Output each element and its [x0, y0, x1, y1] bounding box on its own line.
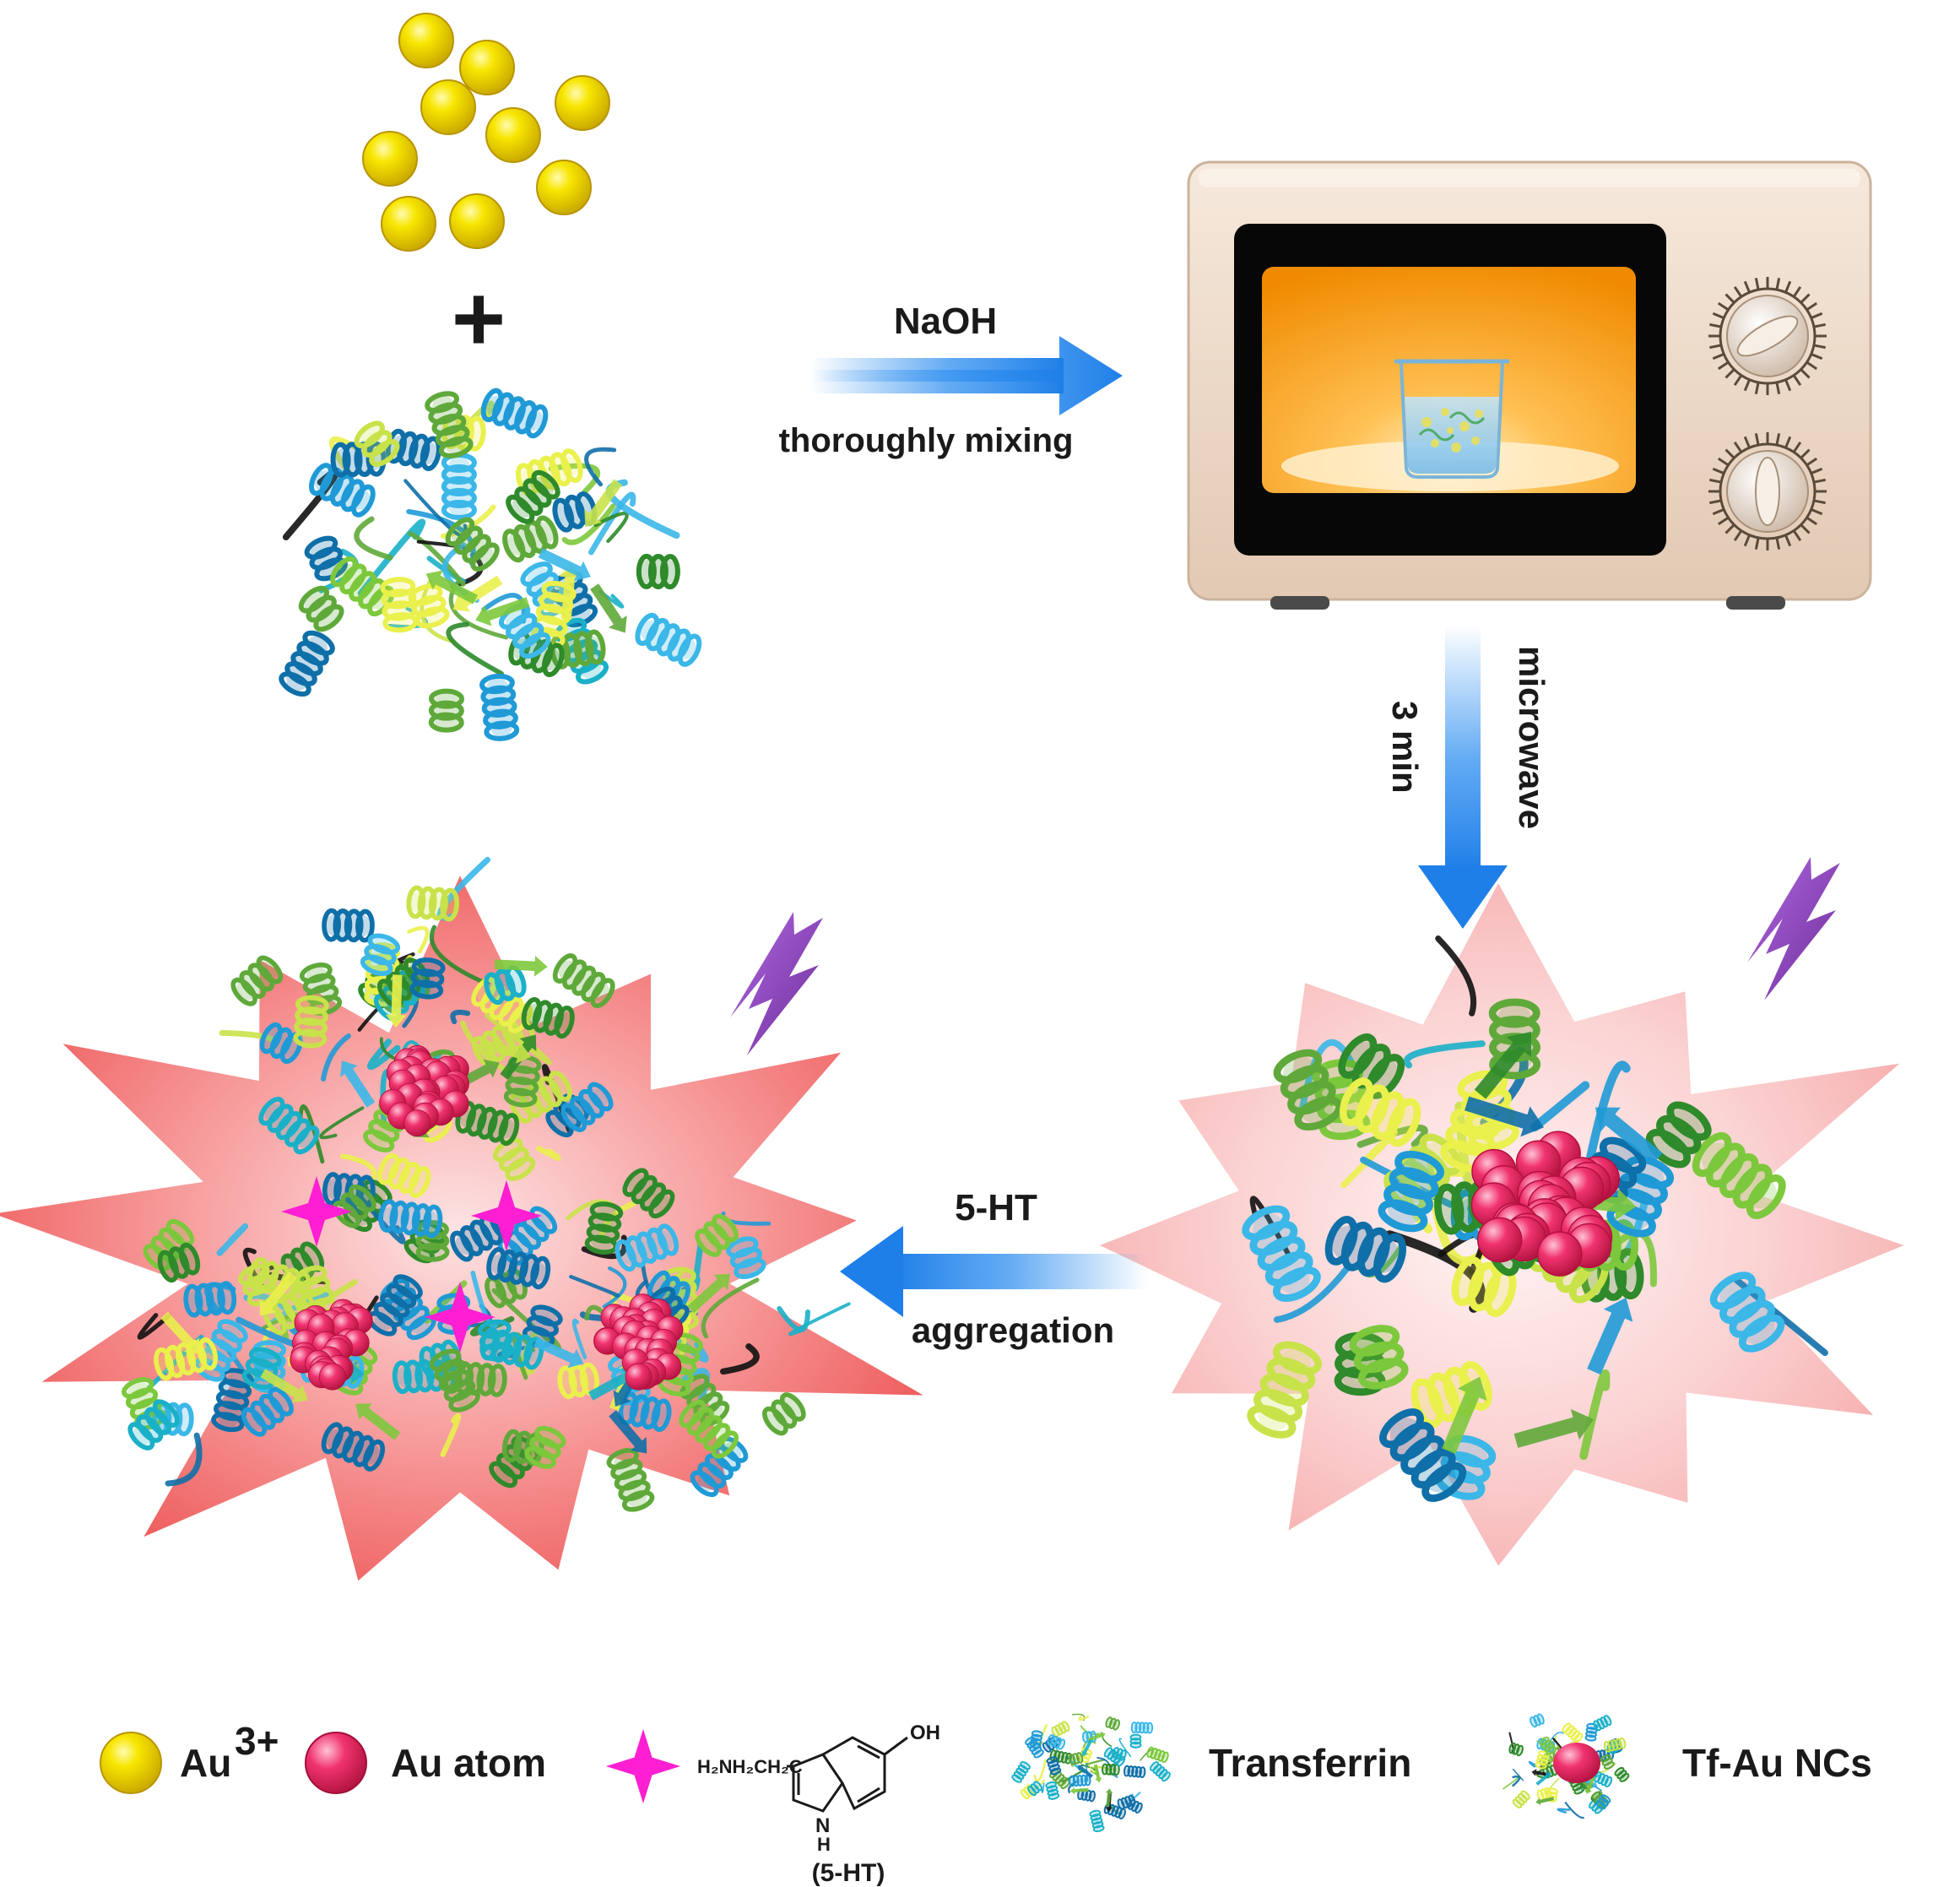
- crosslink-star-icon: [281, 1176, 352, 1247]
- transferrin-protein: [279, 388, 702, 741]
- crosslink-star-icon: [425, 1282, 495, 1353]
- power-knob-icon: [1708, 432, 1827, 550]
- serotonin-n: N: [815, 1814, 830, 1837]
- plus-sign: +: [452, 267, 506, 371]
- au-atom-cluster: [1470, 1131, 1620, 1277]
- microwave-label: microwave: [1512, 646, 1551, 829]
- au-ion-icon: [100, 1732, 162, 1794]
- au-atom-cluster: [379, 1044, 469, 1137]
- mixing-label: thoroughly mixing: [779, 422, 1074, 459]
- au-atom-icon: [305, 1732, 367, 1794]
- indole-structure: [787, 1736, 908, 1813]
- tf-au-nc-aggregate-right: [429, 1168, 851, 1512]
- mixing-arrow: [810, 336, 1123, 415]
- timer-knob-icon: [1708, 277, 1827, 395]
- legend-tf-au-ncs-label: Tf-Au NCs: [1682, 1741, 1872, 1785]
- naoh-label: NaOH: [894, 301, 997, 342]
- transferrin-icon: [1011, 1713, 1171, 1833]
- legend-serotonin: H₂NH₂CH₂C OH N H (5-HT): [605, 1722, 940, 1887]
- serotonin-label: 5-HT: [955, 1187, 1037, 1228]
- legend-au-ion-label: Au: [180, 1741, 231, 1785]
- serotonin-caption: (5-HT): [812, 1859, 885, 1887]
- au-ion-cluster: [362, 13, 610, 252]
- legend-au-atom: Au atom: [305, 1732, 546, 1794]
- au-atom-cluster: [1553, 1743, 1600, 1783]
- au-atom-cluster: [290, 1299, 373, 1391]
- legend-au-ion-charge: 3+: [235, 1719, 279, 1763]
- microwave-oven: [1187, 160, 1872, 610]
- au-atom-cluster: [593, 1293, 684, 1391]
- legend-au-atom-label: Au atom: [391, 1741, 546, 1785]
- crosslink-star-icon: [605, 1728, 681, 1804]
- serotonin-formula: H₂NH₂CH₂C: [697, 1756, 803, 1777]
- time-label: 3 min: [1385, 701, 1425, 794]
- aggregation-arrow: [840, 1226, 1148, 1317]
- beaker-icon: [1394, 359, 1509, 479]
- serotonin-oh: OH: [910, 1722, 940, 1744]
- legend-au-ion: Au 3+: [100, 1719, 279, 1794]
- lightning-icon: [1747, 857, 1840, 1000]
- legend-transferrin-label: Transferrin: [1209, 1741, 1411, 1785]
- serotonin-h: H: [817, 1834, 831, 1855]
- lightning-icon: [730, 912, 823, 1055]
- legend-transferrin: Transferrin: [1011, 1713, 1411, 1833]
- crosslink-star-icon: [471, 1180, 542, 1251]
- legend: Au 3+ Au atom H₂NH₂CH₂C OH N H: [100, 1713, 1872, 1887]
- legend-tf-au-ncs: Tf-Au NCs: [1502, 1713, 1872, 1819]
- microwave-arrow: [1418, 625, 1508, 929]
- aggregation-label: aggregation: [912, 1310, 1114, 1350]
